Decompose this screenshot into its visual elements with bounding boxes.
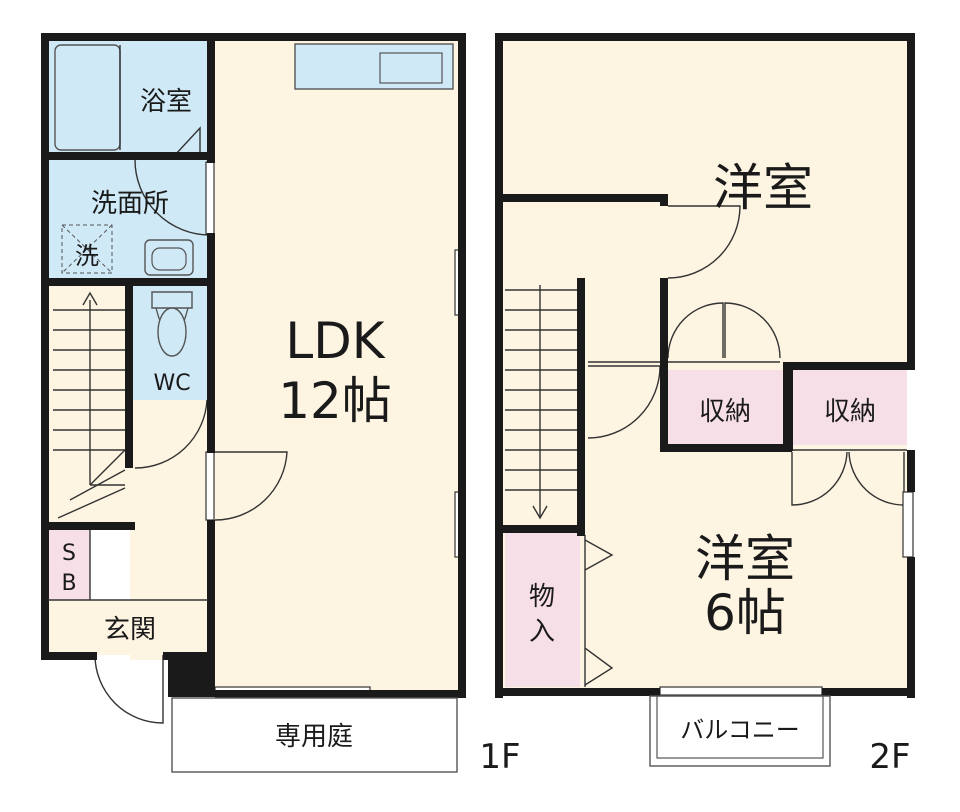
closet-floor [505,532,580,687]
wc-label: WC [153,371,190,396]
washroom-label: 洗面所 [91,189,169,219]
washroom-door-frame [205,161,215,235]
storage-right-floor [792,370,907,445]
kitchen-counter [294,43,454,90]
ldk-size-label: 12帖 [278,372,392,430]
washer-space [61,224,113,274]
private-garden [171,697,458,773]
closet-label-1: 物 [529,582,555,612]
bath-label: 浴室 [140,87,192,117]
hall-door-frame [205,451,215,521]
floor-1f: 浴室 洗面所 洗 WC LDK 12帖 S B 玄関 専用庭 1F [41,33,521,777]
floor-1f-label: 1F [479,737,520,777]
floor-2f: 洋室 収納 収納 洋室 6帖 物 入 バルコニー 2F [495,33,915,777]
garden-label: 専用庭 [275,722,353,752]
washer-label: 洗 [75,242,99,270]
western-top-label: 洋室 [713,159,813,217]
stairs-1f [53,291,126,519]
storage-left-floor [665,370,785,445]
ldk-name-label: LDK [285,312,385,370]
stair-floor-2f [502,200,582,530]
western-window-right [902,491,914,558]
kitchen-sink [379,52,443,84]
stairs-2f [505,285,578,520]
walls-2f [495,33,915,698]
storage-left-label: 収納 [699,397,751,427]
ldk-floor [215,40,460,690]
sb-floor [48,530,90,600]
walls-1f [41,33,466,698]
western-window-bottom [659,686,823,696]
bathtub [54,44,121,151]
western-main-size-label: 6帖 [704,584,786,642]
closet-label-2: 入 [529,617,555,647]
entrance-floor [48,600,208,655]
balcony-label: バルコニー [680,716,800,744]
sb-b-label: B [61,571,76,596]
western-main-name-label: 洋室 [695,530,795,588]
storage-right-label: 収納 [824,397,876,427]
entrance-label: 玄関 [104,615,156,645]
sb-s-label: S [62,541,76,566]
floor-2f-label: 2F [869,737,910,777]
